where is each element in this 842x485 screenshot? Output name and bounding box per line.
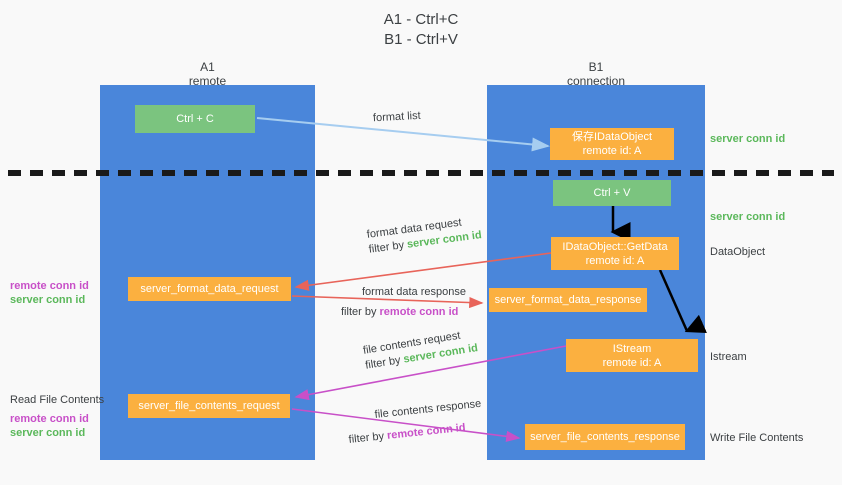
node-server-format-data-request[interactable]: server_format_data_request	[128, 277, 291, 301]
title-line-1: A1 - Ctrl+C	[383, 11, 459, 28]
annotation-left-remote-conn-id-1: remote conn id	[10, 280, 89, 292]
node-ctrl-v[interactable]: Ctrl + V	[553, 180, 671, 206]
arrow-file-contents-request	[294, 345, 567, 401]
column-header-b1-name: B1	[588, 60, 604, 74]
node-save-idataobject-line2: remote id: A	[582, 145, 642, 157]
node-server-format-data-response[interactable]: server_format_data_response	[489, 288, 647, 312]
node-server-file-contents-response-label: server_file_contents_response	[530, 431, 680, 443]
annotation-left-conn-id-group-2: remote conn id server conn id	[10, 412, 89, 440]
node-ctrl-c[interactable]: Ctrl + C	[135, 105, 255, 133]
node-save-idataobject-line1: 保存IDataObject	[571, 131, 653, 143]
column-header-a1-sub: remote	[188, 74, 227, 88]
arrow-getdata-to-istream	[658, 269, 708, 334]
node-server-format-data-request-label: server_format_data_request	[140, 283, 279, 295]
node-idataobject-getdata-line2: remote id: A	[585, 254, 645, 267]
caption-file-contents-response-filter-prefix: filter by	[348, 429, 388, 446]
annotation-right-dataobject: DataObject	[710, 246, 766, 258]
annotation-right-server-conn-id-2: server conn id	[710, 211, 786, 223]
column-header-a1-name: A1	[200, 60, 215, 74]
annotation-right-server-conn-id-1: server conn id	[710, 133, 786, 145]
node-ctrl-v-label: Ctrl + V	[593, 187, 631, 199]
arrow-format-data-request	[294, 252, 552, 291]
arrow-file-contents-response	[291, 408, 521, 442]
caption-format-list: format list	[373, 109, 421, 126]
node-idataobject-getdata-line1: IDataObject::GetData	[562, 240, 668, 253]
arrow-format-list	[256, 117, 550, 152]
node-ctrl-c-label: Ctrl + C	[176, 113, 214, 125]
annotation-left-server-conn-id-2: server conn id	[10, 427, 86, 439]
caption-format-data-response: format data response	[362, 285, 466, 300]
node-istream-line1: IStream	[612, 342, 652, 355]
caption-format-list-text: format list	[372, 109, 421, 125]
annotation-left-conn-id-group-1: remote conn id server conn id	[10, 279, 89, 307]
node-server-file-contents-response[interactable]: server_file_contents_response	[525, 424, 685, 450]
node-server-file-contents-request[interactable]: server_file_contents_request	[128, 394, 290, 418]
caption-format-data-response-filter: filter by remote conn id	[341, 305, 458, 320]
annotation-right-write-file-contents: Write File Contents	[710, 432, 804, 444]
annotation-left-read-file-contents: Read File Contents	[10, 394, 105, 406]
column-header-b1-sub: connection	[566, 74, 626, 88]
node-save-idataobject[interactable]: 保存IDataObject remote id: A	[550, 128, 674, 160]
title-line-2: B1 - Ctrl+V	[384, 31, 458, 48]
caption-format-data-response-title: format data response	[362, 286, 466, 298]
page-title: A1 - Ctrl+C B1 - Ctrl+V	[0, 10, 842, 50]
caption-format-data-response-filter-id: remote conn id	[379, 306, 459, 318]
node-server-file-contents-request-label: server_file_contents_request	[138, 400, 280, 412]
column-header-a1: A1 remote	[100, 60, 315, 88]
node-server-format-data-response-label: server_format_data_response	[494, 294, 642, 306]
annotation-left-server-conn-id-1: server conn id	[10, 294, 86, 306]
node-idataobject-getdata[interactable]: IDataObject::GetData remote id: A	[551, 237, 679, 270]
arrow-format-data-response	[291, 295, 484, 309]
column-header-b1: B1 connection	[487, 60, 705, 88]
caption-format-data-response-filter-prefix: filter by	[341, 306, 380, 318]
annotation-left-remote-conn-id-2: remote conn id	[10, 413, 89, 425]
node-istream-line2: remote id: A	[602, 356, 662, 369]
annotation-right-istream: Istream	[710, 351, 747, 363]
caption-format-data-request-filter-prefix: filter by	[368, 238, 408, 256]
node-istream[interactable]: IStream remote id: A	[566, 339, 698, 372]
